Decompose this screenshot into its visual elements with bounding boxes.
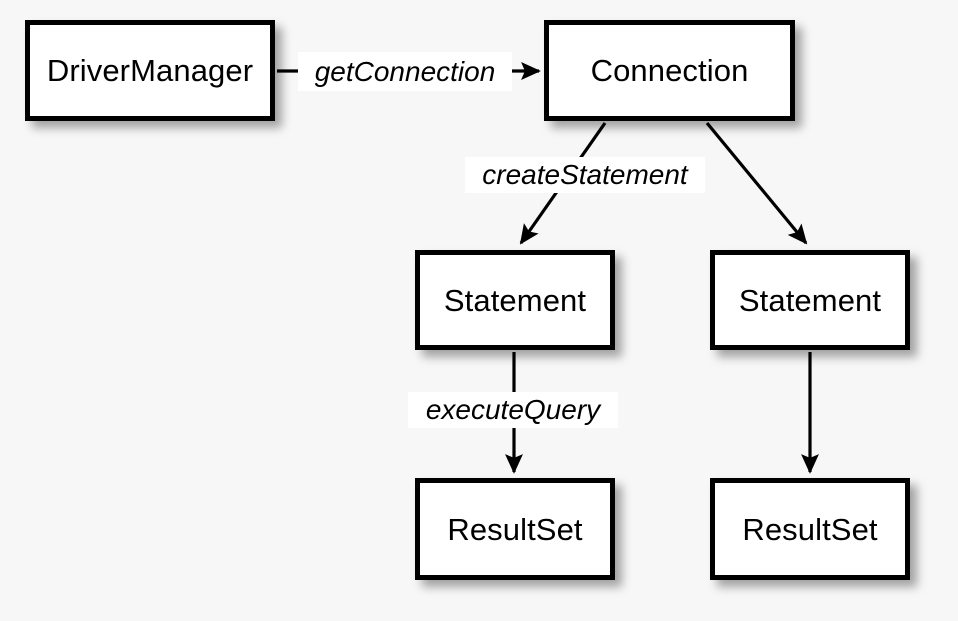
node-resultset-left-label: ResultSet [447,511,583,547]
node-resultset-left: ResultSet [415,478,615,580]
node-driver-manager: DriverManager [25,20,275,121]
node-connection: Connection [544,20,795,121]
node-driver-manager-label: DriverManager [46,53,254,88]
node-resultset-right: ResultSet [710,478,910,580]
edge-label-createstatement: createStatement [465,157,705,193]
edge-label-executequery-text: executeQuery [425,394,601,425]
node-resultset-right-label: ResultSet [742,511,878,547]
edge-line-connection-right [705,121,808,245]
edge-label-createstatement-text: createStatement [482,159,688,190]
node-statement-left: Statement [415,250,615,350]
edge-label-getconnection-text: getConnection [314,55,496,87]
edge-label-executequery: executeQuery [408,392,618,428]
edge-label-getconnection: getConnection [298,52,512,91]
node-connection-label: Connection [590,53,749,88]
node-statement-right-label: Statement [738,282,882,318]
node-statement-left-label: Statement [443,282,587,318]
node-statement-right: Statement [710,250,910,350]
